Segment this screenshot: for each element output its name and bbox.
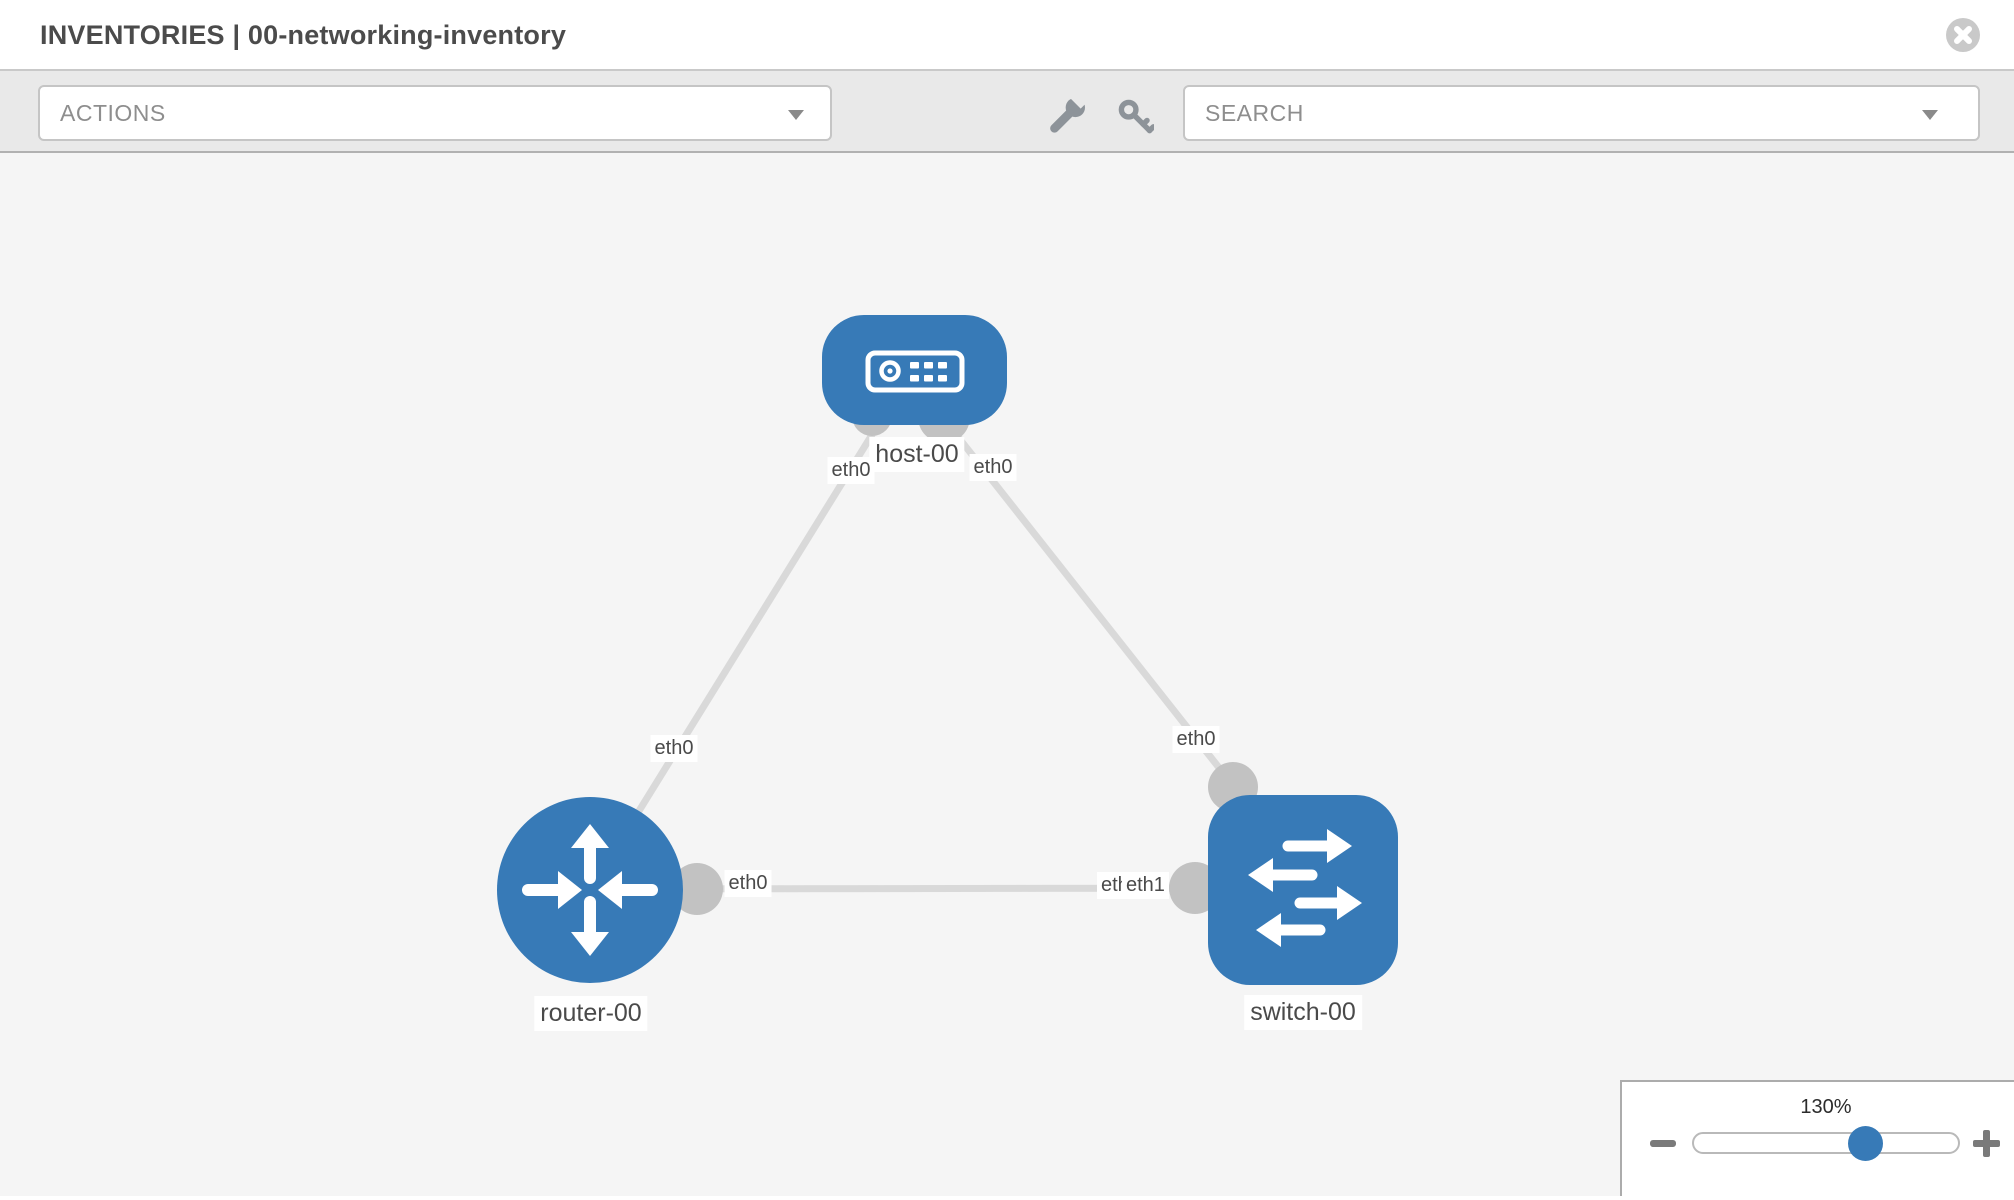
page-title: INVENTORIES | 00-networking-inventory: [40, 20, 567, 50]
node-label-host: host-00: [869, 437, 965, 472]
node-label-router: router-00: [534, 996, 648, 1031]
topology-graph: [497, 315, 1398, 985]
node-host[interactable]: [822, 315, 1007, 425]
search-placeholder: SEARCH: [1205, 100, 1304, 126]
node-switch[interactable]: [1208, 795, 1398, 985]
zoom-slider-track[interactable]: [1692, 1132, 1960, 1154]
caret-down-icon: [788, 110, 804, 120]
plus-icon[interactable]: [1973, 1130, 2000, 1157]
iface-label-switch-to-router: eth1: [1122, 872, 1169, 899]
minus-icon[interactable]: [1650, 1140, 1676, 1147]
zoom-panel: 130%: [1620, 1080, 2014, 1196]
server-icon: [865, 350, 965, 393]
iface-label-router-to-host: eth0: [650, 735, 698, 762]
zoom-slider-knob[interactable]: [1848, 1126, 1883, 1161]
switch-arrows-icon: [1248, 829, 1362, 947]
iface-label-host-to-switch: eth0: [969, 454, 1017, 481]
iface-label-router-to-switch: eth0: [724, 870, 772, 897]
topology-canvas[interactable]: host-00 router-00 switch-00 eth0 eth0 et…: [0, 153, 2014, 1196]
close-icon[interactable]: [1946, 18, 1980, 52]
wrench-icon[interactable]: [1047, 95, 1087, 135]
router-arrows-icon: [522, 824, 658, 956]
zoom-level-value: 130%: [1800, 1096, 1852, 1118]
actions-dropdown-label: ACTIONS: [60, 100, 166, 126]
node-router[interactable]: [497, 797, 683, 983]
iface-label-host-to-router: eth0: [827, 457, 875, 484]
node-label-switch: switch-00: [1244, 995, 1362, 1030]
toolbar: ACTIONS SEARCH: [0, 71, 2014, 153]
actions-dropdown[interactable]: ACTIONS: [38, 85, 832, 141]
iface-label-switch-to-host: eth0: [1172, 726, 1220, 753]
search-dropdown[interactable]: SEARCH: [1183, 85, 1980, 141]
header: INVENTORIES | 00-networking-inventory: [0, 0, 2014, 71]
x-glyph: [1954, 26, 1972, 44]
endpoint-router-right: [671, 863, 723, 915]
key-icon[interactable]: [1116, 97, 1154, 135]
caret-down-icon: [1922, 110, 1938, 120]
